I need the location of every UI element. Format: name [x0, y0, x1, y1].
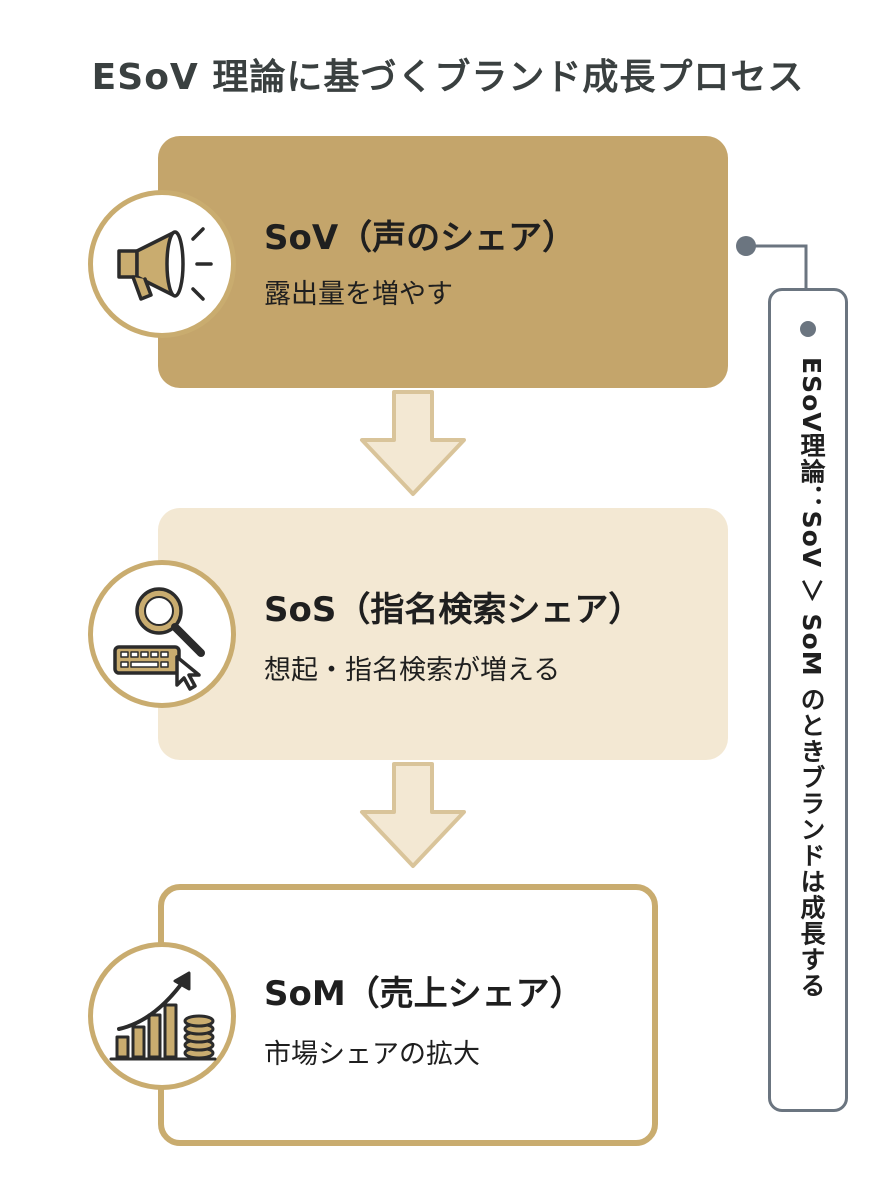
- stage-sos-heading: SoS（指名検索シェア）: [264, 590, 643, 630]
- stage-som-subtext: 市場シェアの拡大: [264, 1039, 480, 1070]
- stage-sos-subtext: 想起・指名検索が増える: [264, 655, 561, 686]
- growth-chart-icon: [88, 942, 236, 1090]
- side-note-connector: [736, 236, 808, 290]
- down-arrow-1: [360, 390, 466, 496]
- esov-theory-note: ESoV理論：SoV ＞ SoM のときブランドは成長する: [768, 288, 848, 1112]
- stage-som-heading: SoM（売上シェア）: [264, 974, 584, 1014]
- down-arrow-2: [360, 762, 466, 868]
- note-bullet-icon: [800, 321, 816, 337]
- search-keyboard-icon: [88, 560, 236, 708]
- stage-sos-box: [158, 508, 728, 760]
- page-title: ESoV 理論に基づくブランド成長プロセス: [91, 57, 805, 98]
- stage-sov-subtext: 露出量を増やす: [264, 279, 453, 310]
- stage-sov-heading: SoV（声のシェア）: [264, 218, 577, 258]
- esov-theory-text: ESoV理論：SoV ＞ SoM のときブランドは成長する: [797, 357, 826, 999]
- megaphone-icon: [88, 190, 236, 338]
- stage-sov-box: [158, 136, 728, 388]
- stage-som-box: [158, 884, 658, 1146]
